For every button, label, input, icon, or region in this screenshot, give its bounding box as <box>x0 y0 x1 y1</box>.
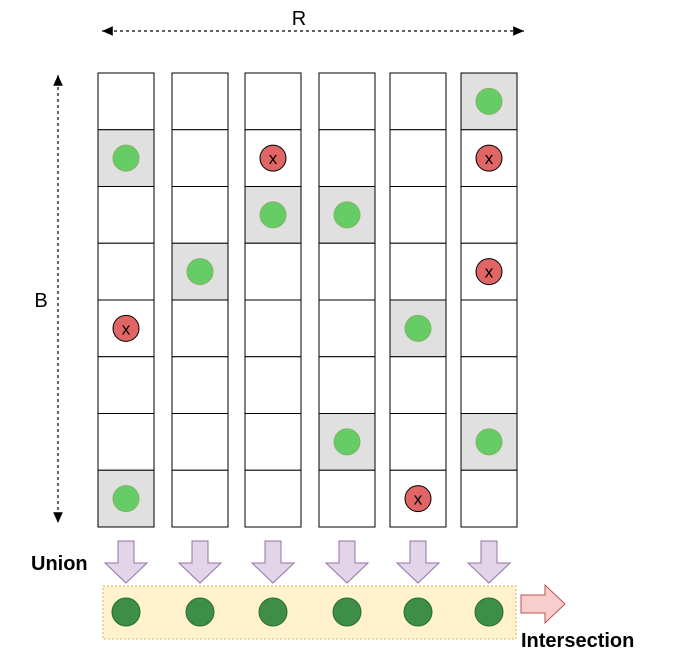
bit-cell <box>171 299 229 358</box>
collision-mark: x <box>485 149 494 168</box>
union-bit-dot <box>111 597 141 627</box>
bit-cell <box>318 72 376 131</box>
b-axis-label: B <box>34 290 47 312</box>
union-arrow <box>177 540 223 584</box>
r-axis-label: R <box>292 8 306 30</box>
result-dots <box>111 597 504 627</box>
set-bit-dot <box>112 485 140 513</box>
bit-cell <box>171 469 229 528</box>
collision-mark: x <box>269 149 278 168</box>
set-bit-dot <box>475 87 503 115</box>
intersection-label: Intersection <box>521 630 634 652</box>
set-bit-dot <box>259 201 287 229</box>
collision-dot <box>112 314 140 342</box>
bit-cell <box>318 356 376 414</box>
result-bar <box>102 585 517 640</box>
union-label: Union <box>31 553 88 575</box>
bit-cell <box>244 469 302 528</box>
union-bit-dot <box>332 597 362 627</box>
union-arrow <box>466 540 512 584</box>
bit-cell <box>171 413 229 471</box>
collision-mark: x <box>485 263 494 282</box>
collision-dot <box>475 258 503 286</box>
set-bit-dot <box>186 258 214 286</box>
bit-cell <box>318 469 376 528</box>
bit-cell <box>171 356 229 414</box>
intersection-arrow <box>520 583 566 625</box>
bit-cell <box>389 356 447 414</box>
bit-cell <box>244 299 302 358</box>
bit-cell <box>460 469 518 528</box>
bit-cell <box>460 186 518 244</box>
bit-array-grid: x x x x x <box>97 72 518 528</box>
union-arrow <box>324 540 370 584</box>
bit-cell <box>244 356 302 414</box>
union-bit-dot <box>258 597 288 627</box>
bit-cell <box>171 129 229 187</box>
bit-cell <box>389 186 447 244</box>
set-bit-dot <box>404 314 432 342</box>
collision-dot <box>404 485 432 513</box>
collision-dot <box>259 144 287 172</box>
bit-cell <box>318 129 376 187</box>
set-bit-dot <box>112 144 140 172</box>
collision-dot <box>475 144 503 172</box>
bit-cell <box>244 72 302 131</box>
bit-cell <box>97 242 155 301</box>
collision-mark: x <box>414 490 423 509</box>
union-arrow <box>103 540 149 584</box>
bit-cell <box>460 299 518 358</box>
bit-cell <box>244 413 302 471</box>
bit-cell <box>97 356 155 414</box>
bit-cell <box>389 129 447 187</box>
bit-cell <box>389 242 447 301</box>
collision-mark: x <box>122 319 131 338</box>
union-arrows <box>103 540 512 584</box>
bit-cell <box>460 413 518 471</box>
set-bit-dot <box>333 428 361 456</box>
bit-cell <box>318 299 376 358</box>
set-bit-dot <box>333 201 361 229</box>
union-bit-dot <box>185 597 215 627</box>
union-bit-dot <box>474 597 504 627</box>
set-bit-dot <box>475 428 503 456</box>
bit-cell <box>389 413 447 471</box>
bit-cell <box>171 186 229 244</box>
bit-cell <box>171 72 229 131</box>
bit-cell <box>244 242 302 301</box>
union-arrow <box>395 540 441 584</box>
bit-cell <box>389 72 447 131</box>
union-bit-dot <box>403 597 433 627</box>
union-arrow <box>250 540 296 584</box>
bit-cell <box>97 413 155 471</box>
bit-cell <box>318 242 376 301</box>
bit-cell <box>460 356 518 414</box>
bit-cell <box>97 72 155 131</box>
bit-cell <box>97 186 155 244</box>
